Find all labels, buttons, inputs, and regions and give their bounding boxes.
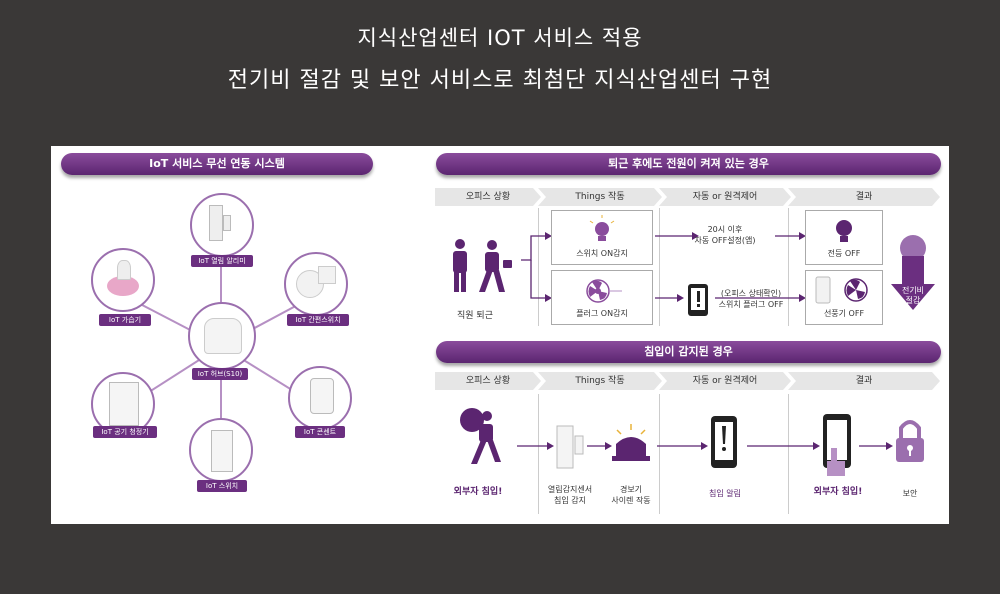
air-purifier-icon	[109, 382, 139, 426]
auto-off-line1: 20시 이후	[707, 225, 743, 234]
bottom-col-control: 자동 or 원격제어	[659, 372, 791, 390]
bottom-col-result: 결과	[788, 372, 940, 390]
plug-on-label: 플러그 ON감지	[576, 309, 628, 318]
fan-off-box: 선풍기 OFF	[805, 270, 883, 325]
top-col-result: 결과	[788, 188, 940, 206]
switch-icon	[211, 430, 233, 472]
lightbulb-on-icon	[589, 215, 615, 241]
humidifier-circle	[91, 248, 155, 312]
top-col-situation: 오피스 상황	[435, 188, 541, 206]
phone-intruder-label: 외부자 침입!	[813, 487, 863, 497]
bottom-flow-arrows	[460, 408, 924, 476]
saving-line2: 절감	[905, 296, 921, 305]
auto-off-line2: 자동 OFF설정(앱)	[694, 236, 756, 245]
hub-circle	[188, 302, 256, 370]
door-sensor-detect-line2: 침입 감지	[554, 496, 586, 505]
bottom-col-things: Things 작동	[538, 372, 662, 390]
remote-off-line1: (오피스 상태확인)	[720, 289, 782, 298]
wall-switch-label: IoT 간편스위치	[287, 314, 349, 326]
top-flow-arrows	[453, 232, 806, 302]
intrusion-alert-label: 침입 알림	[709, 489, 741, 498]
humidifier-label: IoT 가습기	[99, 314, 151, 326]
door-sensor-label: IoT 열림 알리미	[191, 255, 253, 267]
infographic-panel: IoT 서비스 무선 연동 시스템 IoT 열림 알리미 IoT 가습기 IoT…	[51, 146, 949, 524]
light-off-label: 전등 OFF	[827, 249, 861, 258]
air-purifier-circle	[91, 372, 155, 436]
lightbulb-off-icon	[836, 220, 852, 242]
siren-line1: 경보기	[619, 485, 643, 494]
employee-leave-label: 직원 퇴근	[457, 311, 493, 321]
bottom-col-situation: 오피스 상황	[435, 372, 541, 390]
door-sensor-detect-line1: 열림감지센서	[547, 485, 593, 494]
top-col-control: 자동 or 원격제어	[659, 188, 791, 206]
wall-switch-circle	[284, 252, 348, 316]
smart-plug-label: IoT 콘센트	[295, 426, 345, 438]
door-sensor-icon	[209, 205, 223, 241]
switch-circle	[189, 418, 253, 482]
smart-plug-icon	[310, 378, 334, 414]
air-purifier-label: IoT 공기 청정기	[93, 426, 157, 438]
security-label: 보안	[902, 489, 918, 498]
bottom-flow-title: 침입이 감지된 경우	[436, 341, 941, 363]
top-flow-title: 퇴근 후에도 전원이 켜져 있는 경우	[436, 153, 941, 175]
intruder-label: 외부자 침입!	[453, 487, 503, 497]
plug-on-box: 플러그 ON감지	[551, 270, 653, 325]
switch-label: IoT 스위치	[197, 480, 247, 492]
switch-on-label: 스위치 ON감지	[576, 249, 628, 258]
left-section-title: IoT 서비스 무선 연동 시스템	[61, 153, 373, 175]
top-col-things: Things 작동	[538, 188, 662, 206]
saving-down-arrow-icon	[891, 235, 935, 310]
phone-alert-icon	[688, 284, 708, 316]
siren-line2: 사이렌 작동	[611, 496, 651, 505]
door-sensor-circle	[190, 193, 254, 257]
page-title-line1: 지식산업센터 IOT 서비스 적용	[357, 26, 643, 50]
fan-off-label: 선풍기 OFF	[823, 309, 865, 318]
hub-icon	[204, 318, 242, 354]
remote-off-line2: 스위치 플러그 OFF	[718, 300, 784, 309]
light-off-box: 전등 OFF	[805, 210, 883, 265]
humidifier-icon	[107, 276, 139, 296]
hub-label: IoT 허브(S10)	[192, 368, 248, 380]
page-title-line2: 전기비 절감 및 보안 서비스로 최첨단 지식산업센터 구현	[227, 68, 773, 93]
fan-off-icon	[815, 276, 868, 304]
saving-line1: 전기비	[901, 286, 925, 295]
switch-on-box: 스위치 ON감지	[551, 210, 653, 265]
fan-plug-icon	[586, 279, 622, 303]
